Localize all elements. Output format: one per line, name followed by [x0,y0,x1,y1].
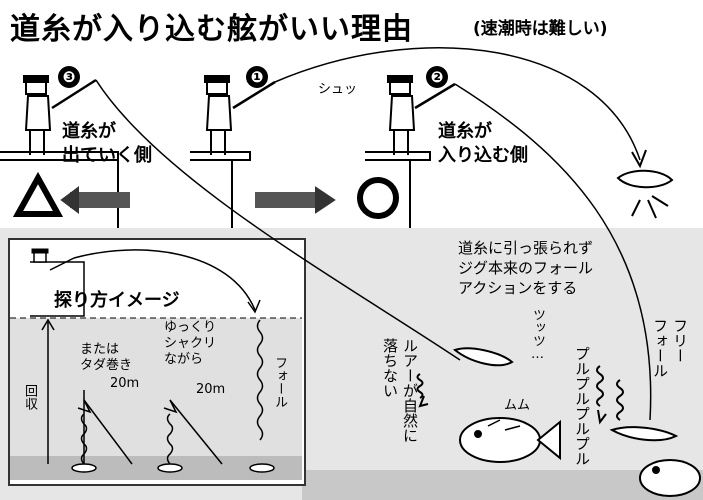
page-title: 道糸が入り込む舷がいい理由 [10,12,413,47]
sound-mumu: ムム [504,398,531,413]
note-natural-action: 道糸に引っ張られず ジグ本来のフォール アクションをする [458,239,594,297]
inset-water [10,318,302,480]
step-marker-3: ❸ [58,66,80,88]
seabed [302,470,703,500]
inset-slow-jerk-distance: 20m [196,382,226,397]
angler-icon [23,75,52,155]
inset-recover: 回収 [22,384,37,410]
jig-icon [616,169,674,189]
mark-circle-icon: ○ [358,178,400,220]
mark-triangle-icon: △ [18,176,60,218]
inset-slow-jerk: ゆっくり シャクリ ながら [164,320,217,367]
inset-tada-maki: または タダ巻き [80,342,133,373]
free-fall-label: フリー フォール [651,318,689,378]
lure-not-falling-label: ルアーが自然に 落ちない [381,338,419,443]
angler-icon [387,75,416,155]
inset-tada-maki-distance: 20m [110,376,140,391]
sound-tsutsu: ツッツ… [530,308,545,362]
step-marker-2: ❷ [426,66,448,88]
label-line-in-side: 道糸が 入り込む側 [438,121,528,166]
sound-purupuru: プルプルプルプル [573,346,591,466]
inset-heading: 探り方イメージ [54,290,180,311]
page-subtitle: (速潮時は難しい) [473,19,608,39]
label-line-out-side: 道糸が 出ていく側 [62,121,152,166]
fish-icon [459,417,561,463]
sound-shu: シュッ [318,82,358,97]
angler-icon [204,75,233,155]
jig-icon [609,426,679,442]
jig-icon [452,347,514,367]
inset-fall: フォール [272,356,287,408]
fish-icon [639,459,701,497]
step-marker-1: ❶ [246,66,268,88]
boat-icon [365,151,431,161]
boat-icon [190,151,251,161]
angler-icon [31,248,49,263]
